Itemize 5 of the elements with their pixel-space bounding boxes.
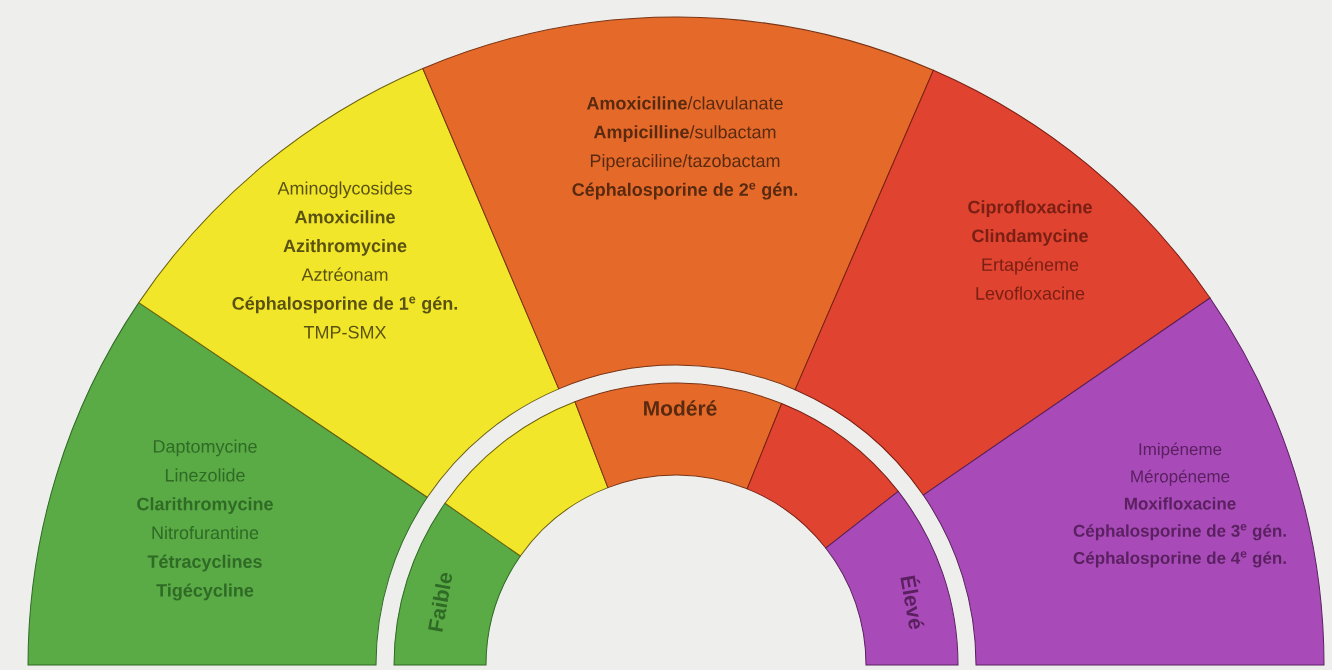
- gauge-segment: Modéré: [574, 382, 783, 490]
- gauge-segment: [746, 403, 899, 549]
- gauge-segment: Faible: [393, 502, 521, 666]
- gauge-segment: Élevé: [825, 490, 959, 666]
- gauge-segment: [444, 401, 609, 557]
